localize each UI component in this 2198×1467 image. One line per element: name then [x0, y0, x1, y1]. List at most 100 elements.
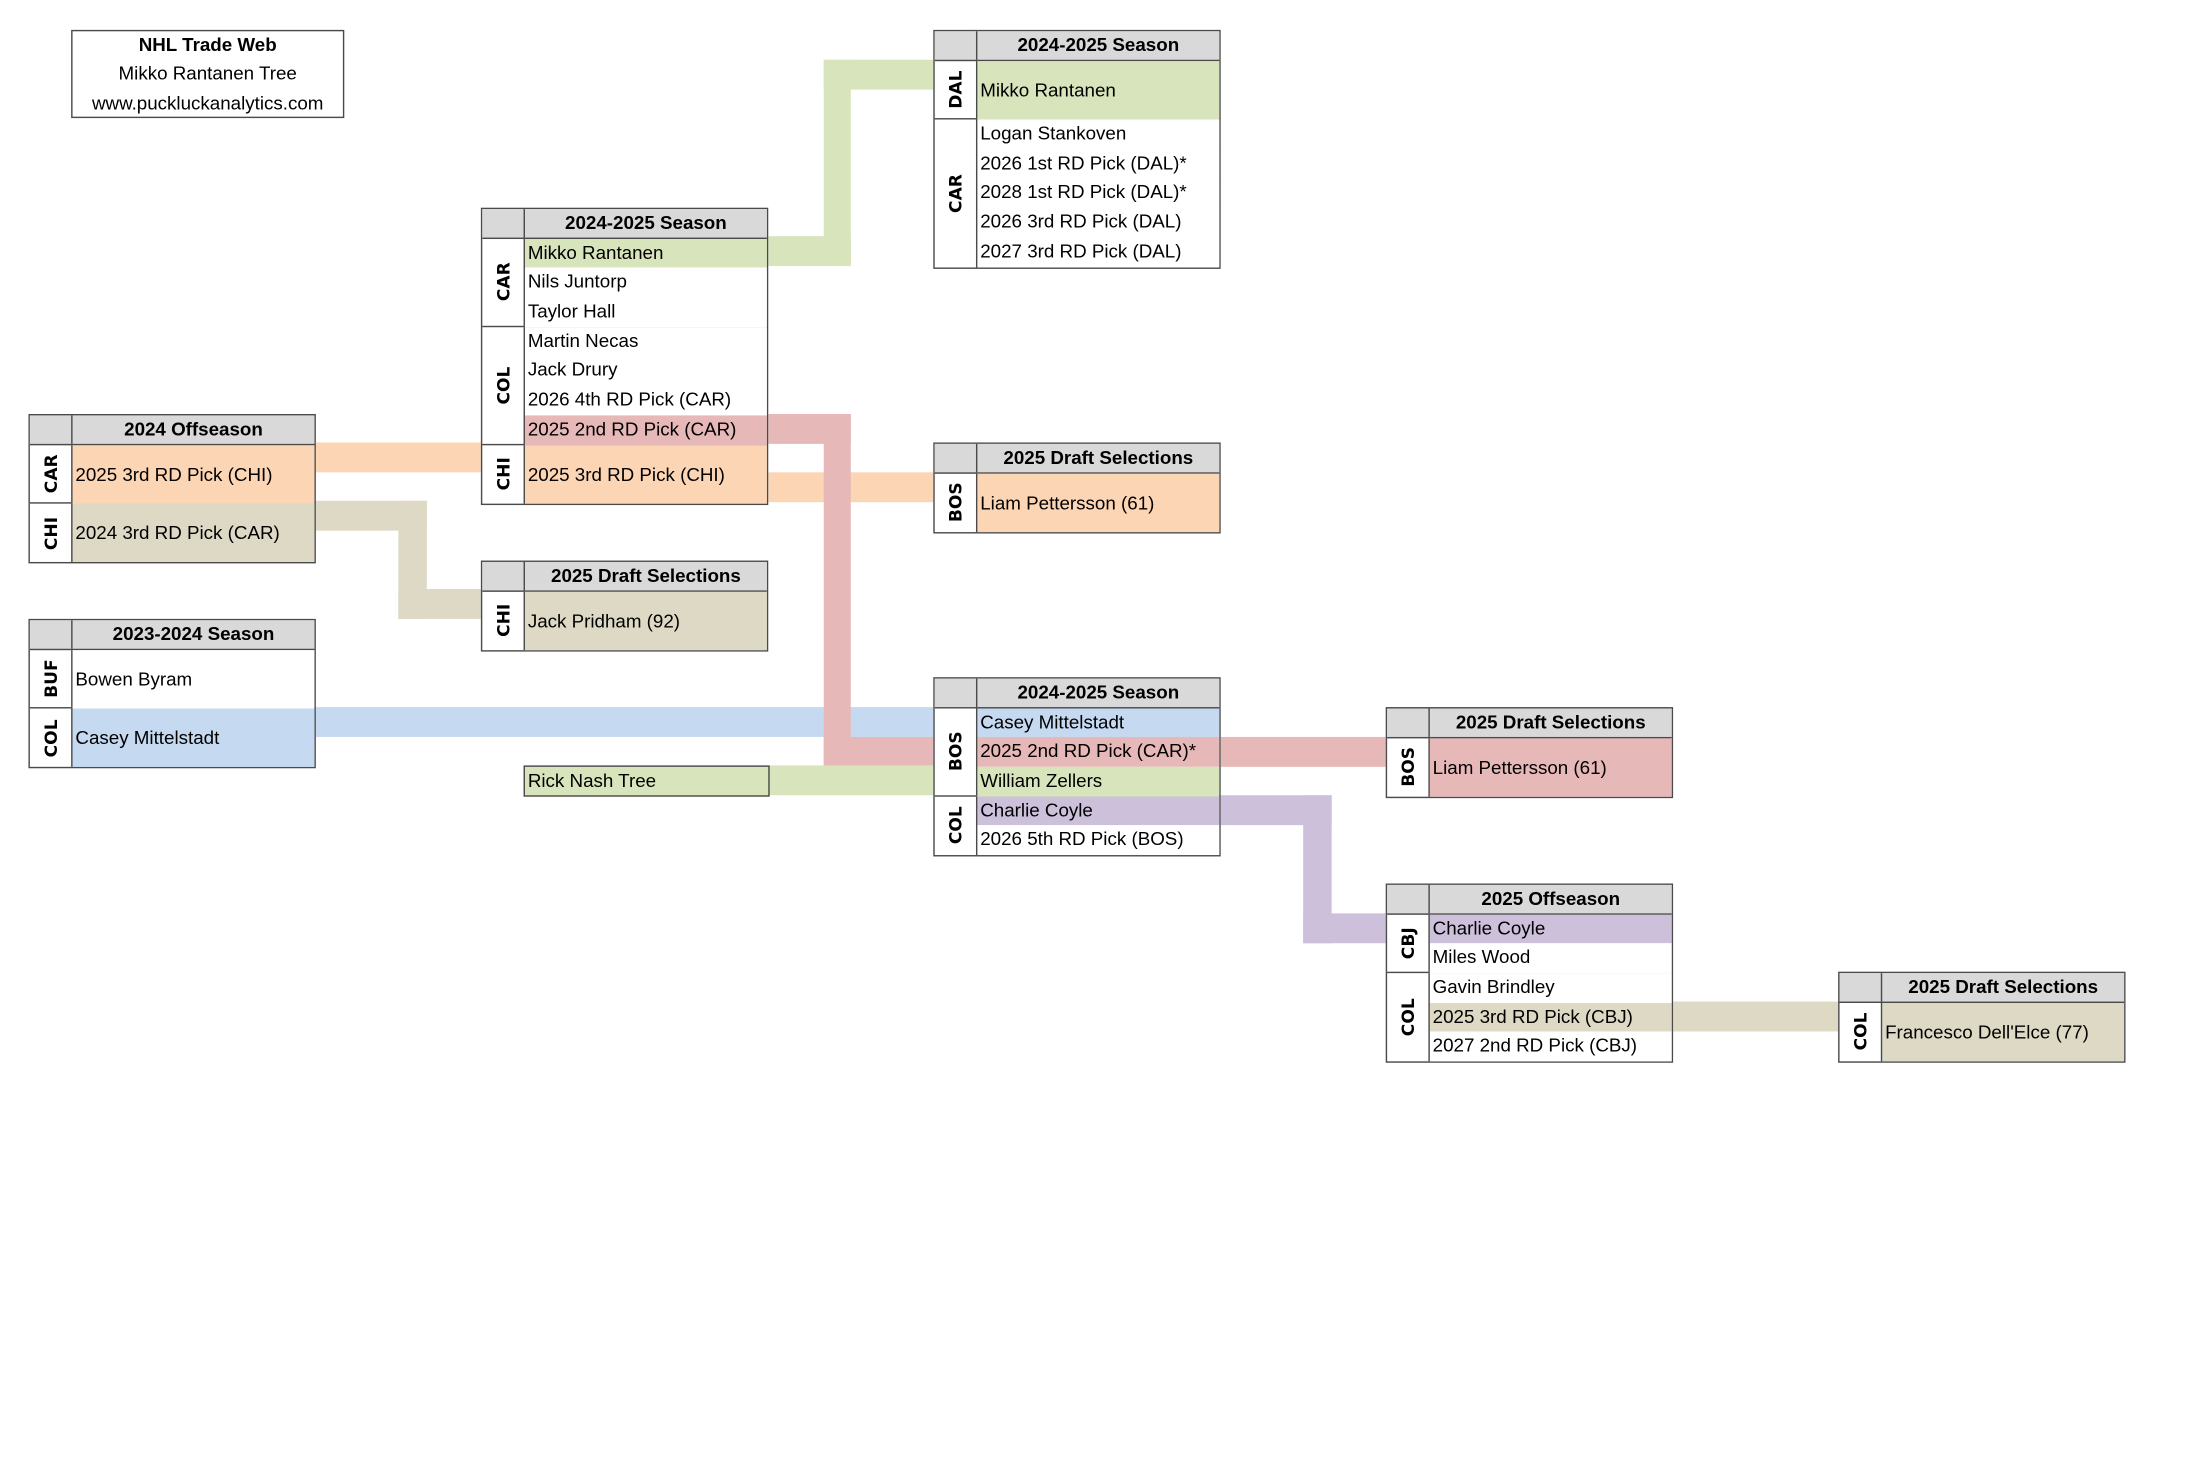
team-abbrev: COL	[492, 366, 513, 405]
rick-nash-tree-link[interactable]: Rick Nash Tree	[523, 765, 770, 797]
box-title: 2023-2024 Season	[112, 623, 275, 645]
asset-row: 2025 2nd RD Pick (CAR)	[524, 415, 767, 445]
team-abbrev: CAR	[492, 262, 513, 302]
team-label: CHI	[30, 503, 73, 563]
team-label: COL	[1840, 1002, 1883, 1062]
team-group: COL Francesco Dell'Elce (77)	[1840, 1002, 2125, 1062]
box-title: 2024 Offseason	[124, 418, 263, 440]
header-spacer	[30, 415, 73, 444]
header-spacer	[482, 561, 525, 590]
team-abbrev: BOS	[945, 731, 966, 772]
asset-row: Nils Juntorp	[524, 268, 767, 298]
subtitle: Mikko Rantanen Tree	[118, 63, 297, 85]
asset-row: 2024 3rd RD Pick (CAR)	[72, 503, 315, 563]
header-spacer	[935, 31, 978, 60]
asset-row: 2025 3rd RD Pick (CHI)	[72, 444, 315, 504]
asset-row: Mikko Rantanen	[977, 60, 1220, 120]
asset-row: Taylor Hall	[524, 297, 767, 327]
team-label: CHI	[482, 444, 525, 504]
header-spacer	[1387, 708, 1430, 737]
header-spacer	[935, 443, 978, 472]
team-abbrev: COL	[1850, 1013, 1871, 1051]
box-title: 2024-2025 Season	[565, 211, 727, 234]
asset-row: 2025 2nd RD Pick (CAR)*	[977, 737, 1220, 767]
header-spacer	[935, 678, 978, 707]
box-header: 2024-2025 Season	[934, 678, 1220, 709]
team-abbrev: CHI	[40, 516, 61, 550]
box-title: 2025 Draft Selections	[1908, 975, 2099, 998]
team-label: COL	[935, 796, 978, 856]
connector-tan	[1673, 1001, 1839, 1032]
team-abbrev: CAR	[40, 454, 61, 494]
connector-tan	[398, 588, 481, 619]
box-header: 2024-2025 Season	[482, 209, 767, 239]
asset-row: 2026 1st RD Pick (DAL)*	[977, 149, 1220, 179]
asset-row: Liam Pettersson (61)	[977, 473, 1220, 533]
team-label: BOS	[1387, 737, 1430, 797]
team-abbrev: CHI	[492, 604, 513, 638]
header-spacer	[1387, 884, 1430, 913]
team-group: CHI Jack Pridham (92)	[482, 591, 767, 651]
team-label: CHI	[482, 591, 525, 651]
team-label: BUF	[30, 649, 73, 708]
header-spacer	[30, 620, 73, 649]
team-group: CAR 2025 3rd RD Pick (CHI)	[29, 444, 315, 504]
asset-row: Casey Mittelstadt	[977, 708, 1220, 738]
team-label: CAR	[30, 444, 73, 503]
team-abbrev: DAL	[945, 70, 966, 109]
asset-row: Charlie Coyle	[1429, 914, 1672, 944]
box-header: 2025 Offseason	[1387, 884, 1672, 915]
box-title: 2024-2025 Season	[1017, 34, 1180, 56]
header-spacer	[482, 209, 525, 238]
asset-row: 2025 3rd RD Pick (CBJ)	[1429, 1002, 1672, 1033]
asset-row: Martin Necas	[524, 326, 767, 357]
team-label: COL	[1387, 973, 1430, 1062]
asset-row: Casey Mittelstadt	[72, 708, 315, 768]
asset-row: William Zellers	[977, 766, 1220, 797]
asset-row: 2025 3rd RD Pick (CHI)	[524, 444, 767, 504]
asset-row: Jack Drury	[524, 356, 767, 386]
team-label: DAL	[935, 60, 978, 119]
asset-row: 2028 1st RD Pick (DAL)*	[977, 178, 1220, 208]
box-header: 2025 Draft Selections	[1387, 708, 1672, 738]
team-abbrev: BUF	[40, 659, 61, 698]
team-abbrev: CHI	[492, 457, 513, 491]
asset-row: Francesco Dell'Elce (77)	[1882, 1002, 2125, 1062]
box-title: 2025 Draft Selections	[1003, 446, 1194, 469]
team-label: COL	[30, 708, 73, 768]
connector-purple	[1303, 913, 1386, 944]
box-title: 2025 Draft Selections	[1455, 711, 1646, 733]
asset-row: 2026 5th RD Pick (BOS)	[977, 825, 1220, 856]
team-abbrev: COL	[1397, 998, 1418, 1037]
box-title: 2025 Offseason	[1481, 887, 1621, 910]
connector-pink	[1220, 736, 1386, 767]
team-group: CHI 2025 3rd RD Pick (CHI)	[482, 444, 767, 504]
website-link[interactable]: www.puckluckanalytics.com	[91, 91, 324, 114]
connector-green	[823, 59, 851, 267]
asset-row: Jack Pridham (92)	[524, 591, 767, 651]
asset-row: 2026 4th RD Pick (CAR)	[524, 385, 767, 416]
asset-row: Gavin Brindley	[1429, 973, 1672, 1003]
connector-pink	[823, 414, 851, 767]
asset-row: Miles Wood	[1429, 943, 1672, 974]
team-label: CAR	[935, 119, 978, 267]
asset-row: Charlie Coyle	[977, 796, 1220, 826]
title-box: NHL Trade Web Mikko Rantanen Tree www.pu…	[71, 29, 345, 119]
